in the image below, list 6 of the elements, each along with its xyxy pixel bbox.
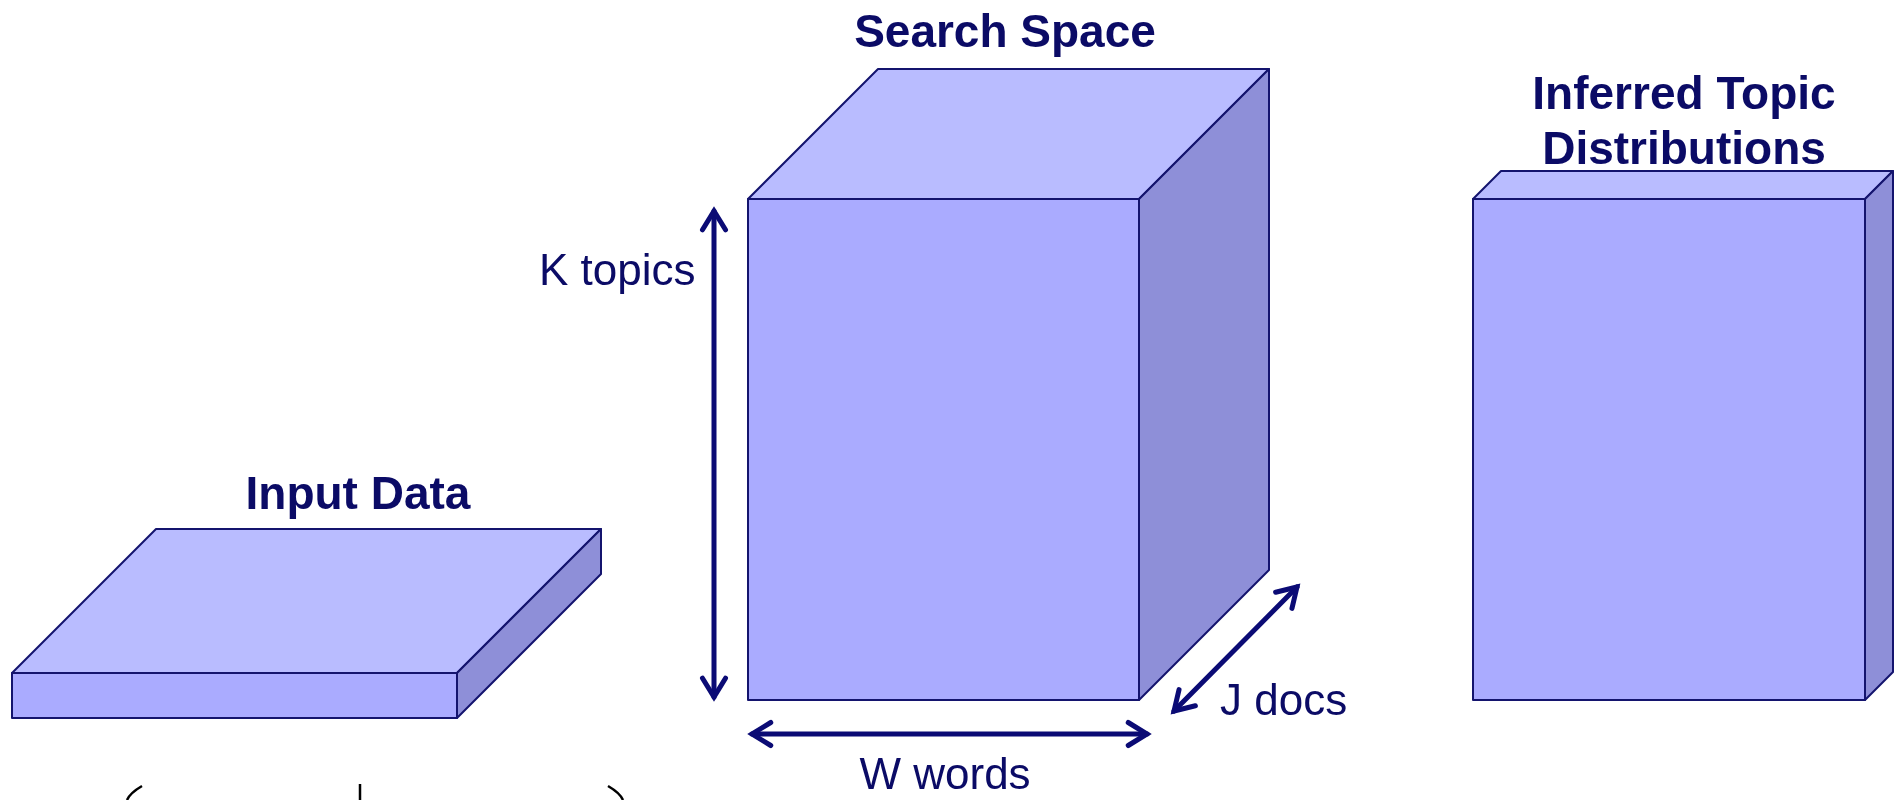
box-heading: Search Space [853,4,1157,59]
dimension-label: K topics [539,248,696,292]
dimension-label: W words [859,752,1031,796]
box-heading: Input Data [244,466,472,521]
dimension-label: J docs [1220,678,1348,722]
box-heading: Inferred Topic Distributions [1531,66,1837,177]
